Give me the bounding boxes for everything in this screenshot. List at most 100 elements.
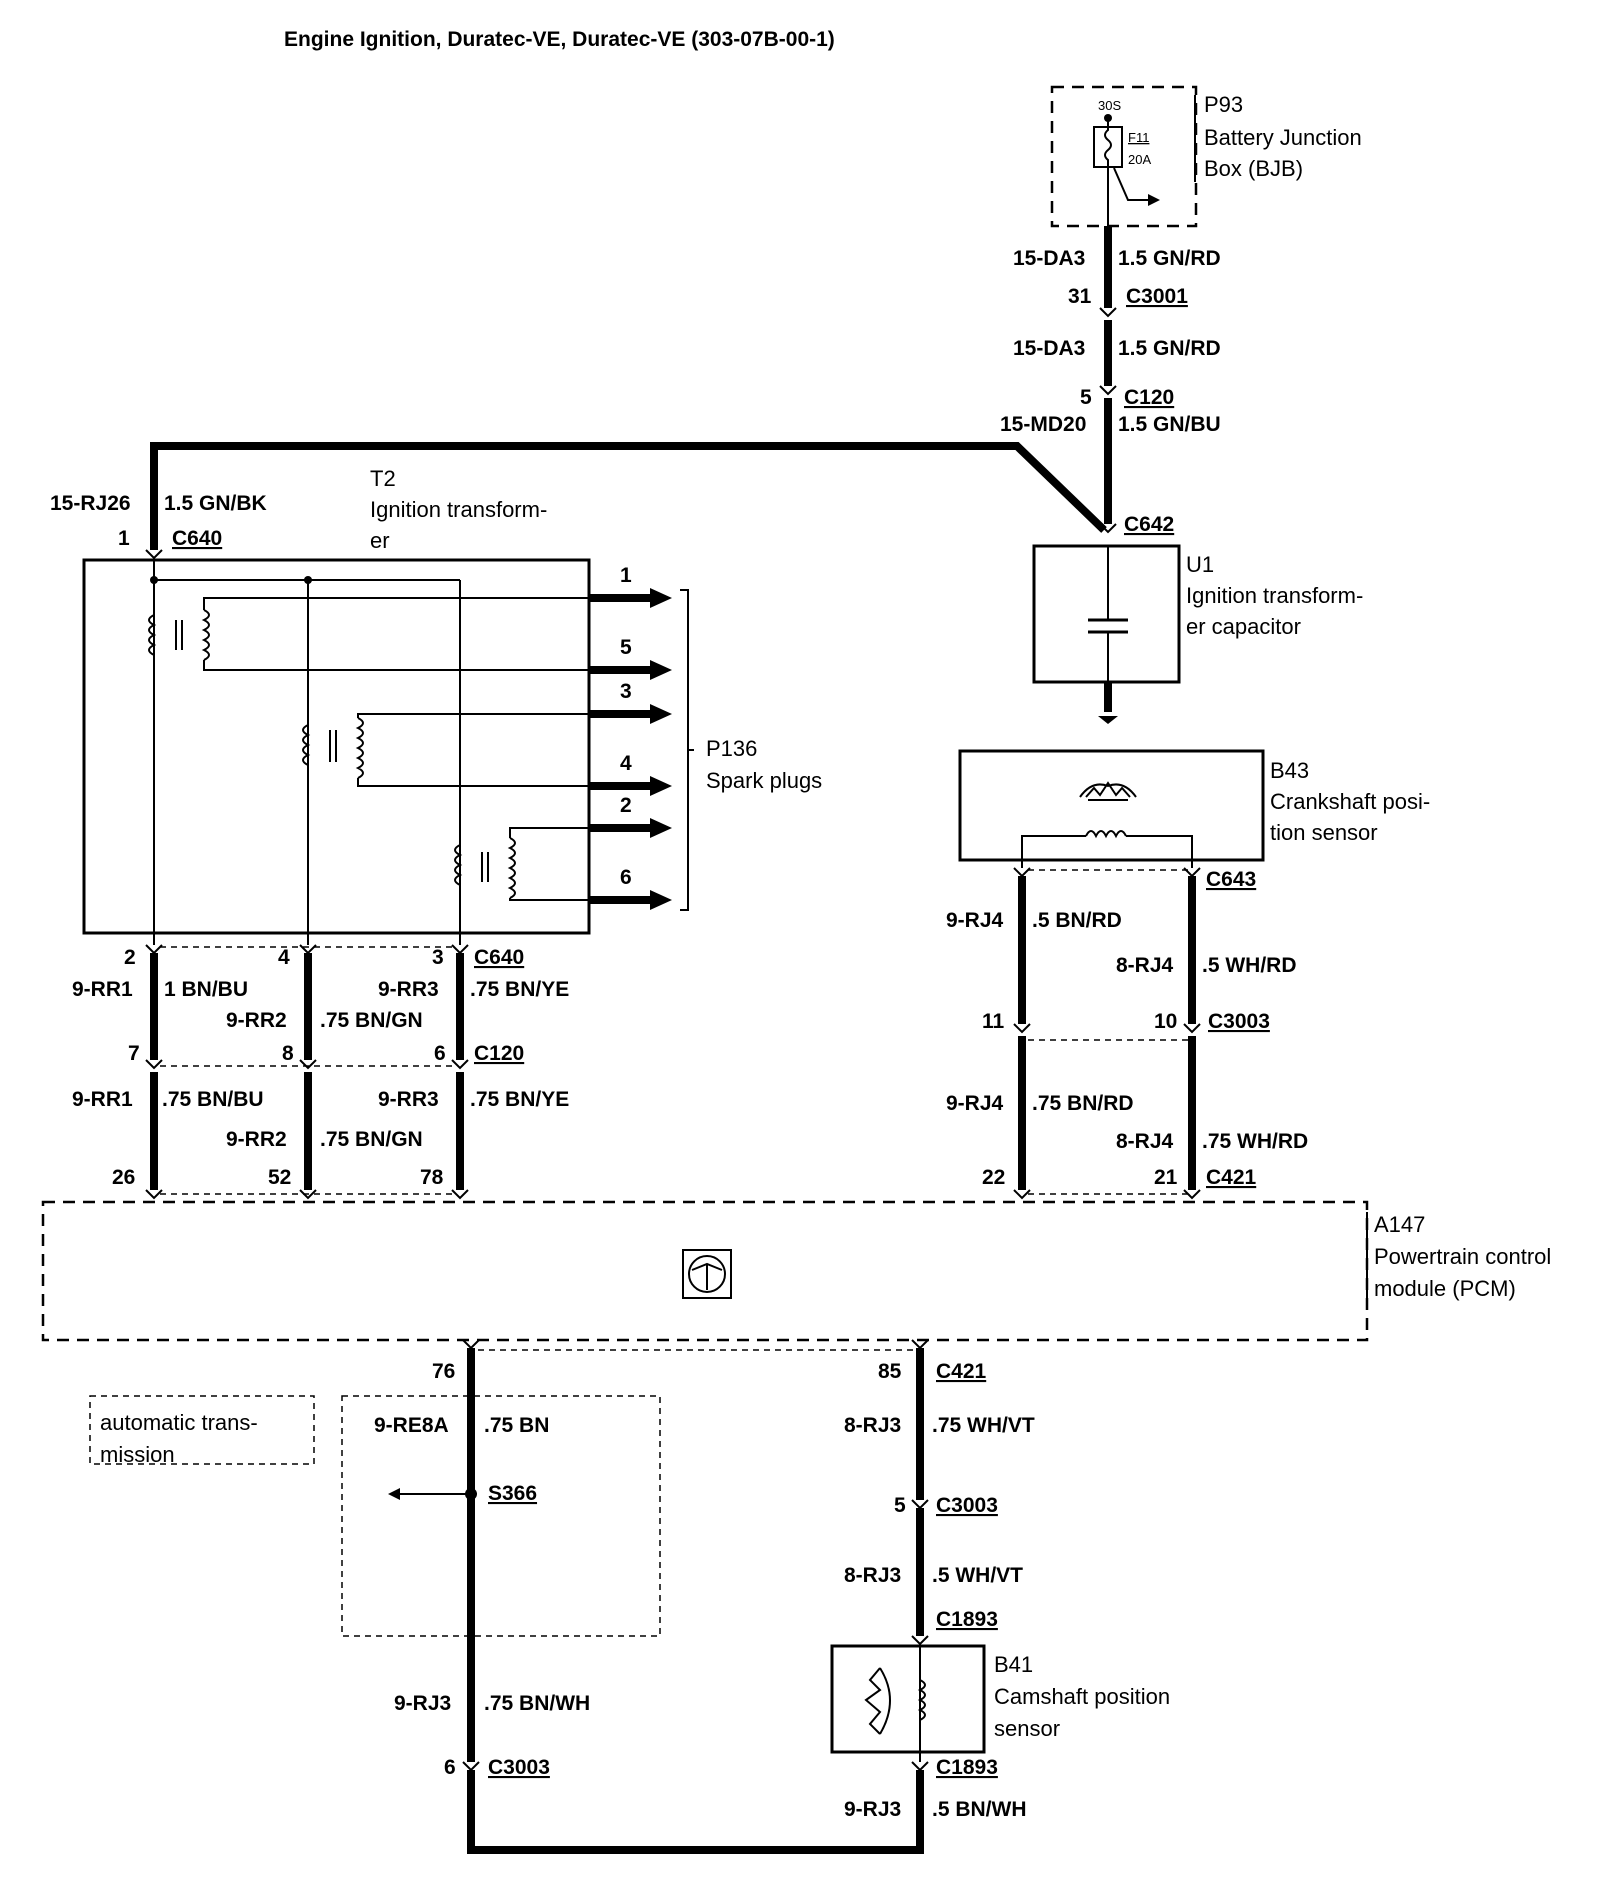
t2-bottom-harness [145,944,469,1200]
bjb-name-line1: Battery Junction [1204,125,1362,150]
wire-circuit-15-da3-mid: 15-DA3 [1013,337,1085,360]
plug-label-2: 2 [620,794,632,817]
splice-s366: S366 [488,1482,537,1505]
camshaft-sensor-icon [864,1667,926,1735]
wire-circuit-8-rj4-b: 8-RJ4 [1116,1130,1174,1153]
auto-transmission-box [89,1395,315,1465]
pin-52-pcm: 52 [268,1166,291,1189]
wire-circuit-9-rj4-a: 9-RJ4 [946,909,1004,932]
wire-circuit-9-rr3-a: 9-RR3 [378,978,439,1001]
capacitor-id: U1 [1186,552,1214,577]
secondary-coil-3-icon [507,837,516,899]
connector-c120-bottom: C120 [474,1042,524,1065]
pin-21-pcm: 21 [1154,1166,1178,1189]
wire-circuit-8-rj3-a: 8-RJ3 [844,1414,901,1437]
option-dashed-box [341,1395,661,1637]
wire-circuit-15-md20: 15-MD20 [1000,413,1086,436]
secondary-coil-1-icon [201,609,210,661]
crankshaft-harness [1013,867,1201,1200]
wire-spec-9-rj3-right: .5 BN/WH [932,1798,1027,1821]
auto-transmission-line1: automatic trans- [100,1410,258,1435]
connector-c640-top: C640 [172,527,222,550]
spark-plug-output-2: 2 [590,794,672,838]
wire-circuit-9-rr1-b: 9-RR1 [72,1088,133,1111]
pin-26-pcm: 26 [112,1166,135,1189]
bjb-arrow-icon [1113,167,1152,201]
spark-plug-output-6: 6 [590,866,672,910]
pin-7-c120: 7 [128,1042,140,1065]
pin-31: 31 [1068,285,1092,308]
wire-spec-rj26: 1.5 GN/BK [164,492,267,515]
pin-3-c640: 3 [432,946,444,969]
connector-c3003-left: C3003 [488,1756,550,1779]
wire-spec-md20: 1.5 GN/BU [1118,413,1221,436]
camshaft-sensor-box [830,1644,986,1754]
wire-circuit-9-rr3-b: 9-RR3 [378,1088,439,1111]
pin-6-c120: 6 [434,1042,446,1065]
spark-plugs-name: Spark plugs [706,768,822,793]
wire-spec-rr3-b: .75 BN/YE [470,1088,569,1111]
pcm-pin-76-wire [388,1339,924,1854]
wire-circuit-9-rr2-a: 9-RR2 [226,1009,287,1032]
pin-11-c3003: 11 [982,1010,1005,1033]
connector-c3001: C3001 [1126,285,1188,308]
pin-22-pcm: 22 [982,1166,1005,1189]
ground-icon [1098,682,1118,724]
connector-c421-top: C421 [1206,1166,1257,1189]
pin-8-c120: 8 [282,1042,294,1065]
wire-circuit-9-rj3-right: 9-RJ3 [844,1798,901,1821]
connector-c1893-top: C1893 [936,1608,998,1631]
pin-2-c640: 2 [124,946,136,969]
transformer-name-line2: er [370,528,390,553]
plug-label-3: 3 [620,680,632,703]
crankshaft-sensor-name-line2: tion sensor [1270,820,1378,845]
pcm-id: A147 [1374,1212,1425,1237]
connector-c3003-crank: C3003 [1208,1010,1270,1033]
camshaft-sensor-id: B41 [994,1652,1033,1677]
wire-spec-9-re8a: .75 BN [484,1414,549,1437]
pin-6-c3003: 6 [444,1756,456,1779]
wire-spec-9-rj3-left: .75 BN/WH [484,1692,590,1715]
wire-spec-rj4-a: .5 BN/RD [1032,909,1122,932]
plug-label-4: 4 [620,752,632,775]
crankshaft-sensor-id: B43 [1270,758,1309,783]
connector-c643: C643 [1206,868,1256,891]
connector-c640-bottom: C640 [474,946,524,969]
secondary-coil-2-icon [355,717,364,779]
wire-circuit-8-rj4-a: 8-RJ4 [1116,954,1174,977]
wire-spec-top: 1.5 GN/RD [1118,247,1221,270]
fuse-rating: 20A [1128,152,1151,167]
primary-coil-1-icon [148,614,157,656]
transformer-name-line1: Ignition transform- [370,497,547,522]
wire-spec-rj4-b: .75 BN/RD [1032,1092,1134,1115]
primary-coil-3-icon [454,844,463,886]
spark-plug-output-4: 4 [590,752,672,796]
diagram-title: Engine Ignition, Duratec-VE, Duratec-VE … [284,28,835,51]
wire-circuit-9-re8a: 9-RE8A [374,1414,449,1437]
transformer-id: T2 [370,466,396,491]
spark-plugs-id: P136 [706,736,757,761]
wire-circuit-15-rj26: 15-RJ26 [50,492,131,515]
battery-junction-box: 30S F11 20A P93 Battery Junction Box (BJ… [1050,85,1362,228]
pin-1-c640: 1 [118,527,130,550]
connector-c421-bottom: C421 [936,1360,987,1383]
spark-plugs-bracket [680,589,694,911]
wire-circuit-8-rj3-b: 8-RJ3 [844,1564,901,1587]
capacitor-icon [1088,546,1128,682]
plug-label-6: 6 [620,866,632,889]
wire-spec-8-rj3-b: .5 WH/VT [932,1564,1023,1587]
wire-spec-8-rj4-a: .5 WH/RD [1202,954,1297,977]
capacitor-name-line1: Ignition transform- [1186,583,1363,608]
crankshaft-sensor-icon [1021,781,1193,868]
bjb-terminal-label: 30S [1098,98,1121,113]
bjb-id: P93 [1204,92,1243,117]
rj26-wire [150,442,1107,550]
pcm-name-line1: Powertrain control [1374,1244,1551,1269]
wire-spec-rr3-a: .75 BN/YE [470,978,569,1001]
wire-circuit-9-rj3-left: 9-RJ3 [394,1692,451,1715]
bjb-name-line2: Box (BJB) [1204,156,1303,181]
wire-spec-rr1-b: .75 BN/BU [162,1088,264,1111]
wire-circuit-15-da3-top: 15-DA3 [1013,247,1085,270]
wire-spec-rr2-b: .75 BN/GN [320,1128,423,1151]
